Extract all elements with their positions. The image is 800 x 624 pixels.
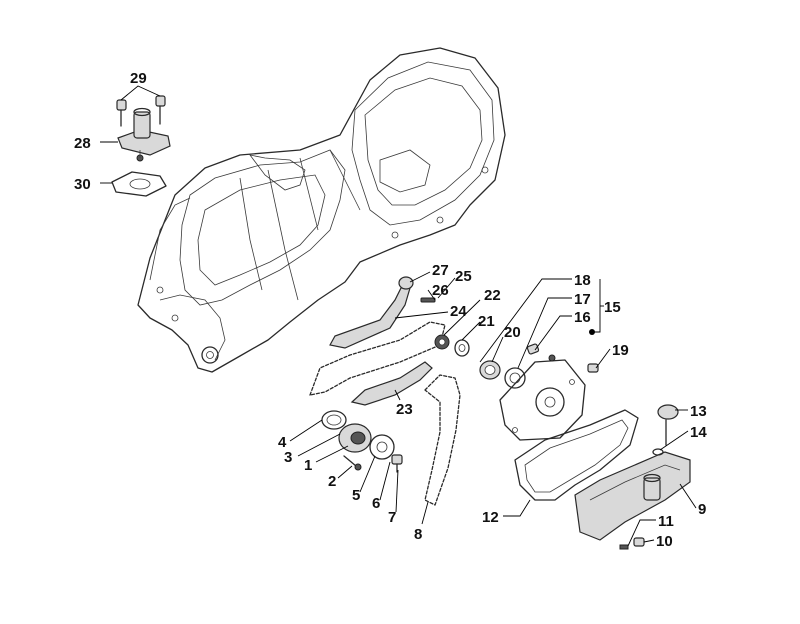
- callout-18: 18: [574, 272, 591, 289]
- crankcase: [137, 47, 506, 373]
- callout-25: 25: [455, 268, 472, 285]
- callout-16: 16: [574, 309, 591, 326]
- timing-chain: [309, 321, 461, 506]
- callout-10: 10: [656, 533, 673, 550]
- callout-17: 17: [574, 291, 591, 308]
- callout-8: 8: [414, 526, 422, 543]
- callout-4: 4: [278, 434, 287, 451]
- callout-7: 7: [388, 509, 396, 526]
- callout-11: 11: [658, 513, 674, 530]
- pump-cover-plate: [499, 354, 599, 441]
- callout-19: 19: [612, 342, 629, 359]
- callout-12: 12: [482, 509, 499, 526]
- leader-lines: [100, 85, 697, 547]
- callout-28: 28: [74, 135, 91, 152]
- chain-guide-lower: [350, 361, 433, 406]
- tensioner-assembly: [111, 95, 171, 197]
- reference-dot: [589, 329, 595, 335]
- callout-1: 1: [304, 457, 312, 474]
- callout-labels: 29 28 30 27 25 26 24 22 21 20 18 17 16 1…: [74, 70, 707, 550]
- callout-2: 2: [328, 473, 336, 490]
- callout-13: 13: [690, 403, 707, 420]
- callout-9: 9: [698, 501, 706, 518]
- callout-26: 26: [432, 282, 449, 299]
- callout-21: 21: [478, 313, 495, 330]
- callout-3: 3: [284, 449, 292, 466]
- callout-6: 6: [372, 495, 380, 512]
- callout-24: 24: [450, 303, 467, 320]
- gasket: [514, 409, 639, 501]
- callout-20: 20: [504, 324, 521, 341]
- callout-23: 23: [396, 401, 413, 418]
- oil-pump: [321, 410, 403, 473]
- callout-30: 30: [74, 176, 91, 193]
- callout-22: 22: [484, 287, 501, 304]
- chain-guide-upper: [329, 276, 436, 349]
- callout-15: 15: [604, 299, 621, 316]
- callout-29: 29: [130, 70, 147, 87]
- callout-27: 27: [432, 262, 449, 279]
- callout-5: 5: [352, 487, 360, 504]
- callout-14: 14: [690, 424, 707, 441]
- bearings: [479, 343, 540, 389]
